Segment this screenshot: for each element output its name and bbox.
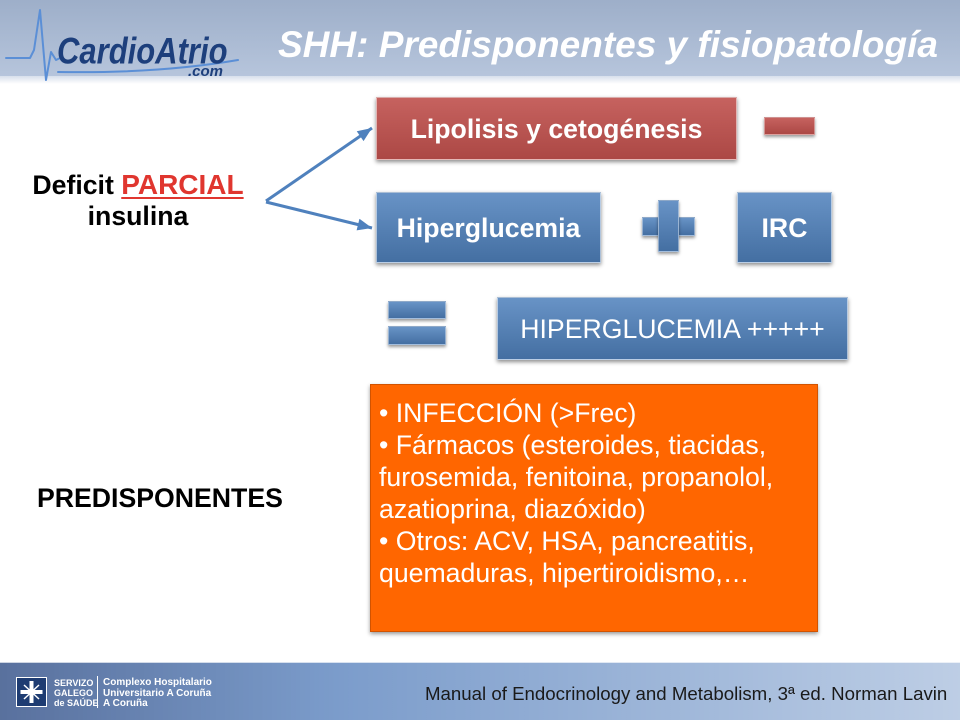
hospital-line: A Coruña	[103, 698, 148, 709]
deficit-line: Deficit PARCIAL	[0, 169, 276, 201]
lipolisis-box: Lipolisis y cetogénesis	[376, 97, 737, 160]
list-item: Otros: ACV, HSA, pancreatitis, quemadura…	[379, 525, 807, 589]
deficit-word: Deficit	[32, 170, 114, 200]
predisponentes-list: INFECCIÓN (>Frec) Fármacos (esteroides, …	[379, 397, 807, 589]
header-band	[0, 0, 960, 76]
hiperglucemia-box: Hiperglucemia	[376, 192, 601, 263]
list-item: INFECCIÓN (>Frec)	[379, 397, 807, 429]
hiperglucemia-label: Hiperglucemia	[396, 212, 581, 243]
minus-icon	[764, 117, 815, 135]
ecg-line-icon	[5, 9, 239, 81]
slide-title: SHH: Predisponentes y fisiopatología	[278, 24, 938, 65]
sergas-name: SERVIZO GALEGO de SAÚDE	[54, 678, 99, 708]
sergas-logo-icon	[16, 677, 47, 707]
hiperglucemia-result-box: HIPERGLUCEMIA +++++	[497, 297, 848, 360]
hospital-name: Complexo Hospitalario Universitario A Co…	[103, 677, 212, 710]
citation: Manual of Endocrinology and Metabolism, …	[425, 683, 948, 704]
footer-divider	[97, 676, 98, 708]
sergas-line: GALEGO	[54, 688, 94, 698]
header-fade	[0, 76, 960, 84]
list-item: Fármacos (esteroides, tiacidas, furosemi…	[379, 429, 807, 525]
sergas-line: de SAÚDE	[54, 698, 99, 708]
logo-name: CardioAtrio	[57, 30, 228, 72]
minus-bar	[764, 117, 815, 135]
cardioatrio-logo: CardioAtrio .com	[0, 0, 250, 86]
equals-top-bar	[388, 301, 446, 319]
sergas-line: SERVIZO	[54, 678, 94, 688]
equals-bottom-bar	[388, 326, 446, 345]
insulina-word: insulina	[87, 201, 189, 231]
predisponentes-box: INFECCIÓN (>Frec) Fármacos (esteroides, …	[370, 384, 818, 632]
parcial-highlight: PARCIAL	[121, 169, 244, 200]
predisponentes-label: PREDISPONENTES	[37, 483, 283, 513]
arrow-icon	[265, 126, 373, 203]
hospital-line: Universitario A Coruña	[103, 687, 212, 699]
lipolisis-label: Lipolisis y cetogénesis	[410, 113, 703, 144]
plus-icon	[642, 200, 695, 252]
plus-vertical-bar	[658, 200, 679, 252]
arrow-icon	[265, 200, 373, 231]
deficit-statement: Deficit PARCIAL insulina	[0, 169, 276, 232]
footer: SERVIZO GALEGO de SAÚDE Complexo Hospita…	[0, 662, 960, 720]
hiperglucemia-result-label: HIPERGLUCEMIA +++++	[520, 313, 825, 344]
logo-suffix: .com	[188, 63, 224, 80]
hospital-line: Complexo Hospitalario	[103, 677, 212, 688]
equals-icon	[388, 301, 446, 345]
irc-label: IRC	[761, 212, 808, 243]
irc-box: IRC	[737, 192, 832, 263]
